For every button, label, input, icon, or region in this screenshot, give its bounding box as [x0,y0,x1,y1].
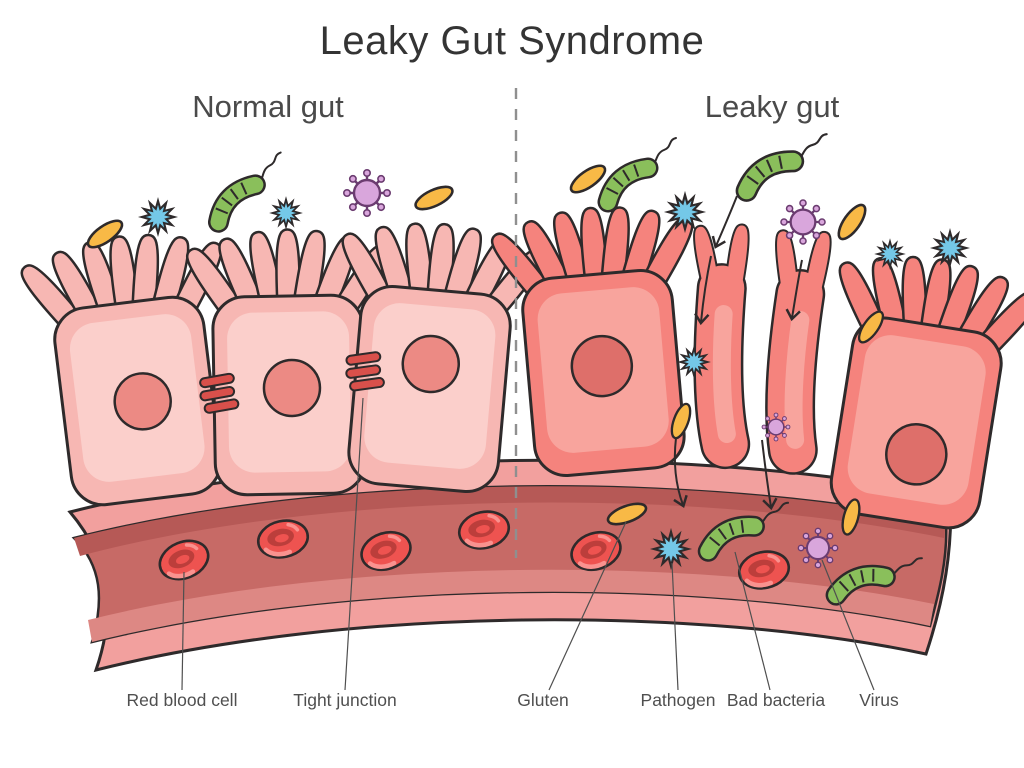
label-red-blood-cell: Red blood cell [127,690,238,710]
section-label-leaky-gut: Leaky gut [705,89,840,124]
bacteria-icon [745,124,827,201]
leak-arrow [785,259,803,322]
epithelial-cell [796,243,1024,538]
tight-junction-bars [342,350,386,393]
vessel-inner-stripe [88,569,934,642]
virus-icon [779,198,827,246]
leak-arrow [711,195,738,249]
leader-line-virus [821,559,875,691]
epithelial-cell [484,199,719,481]
leader-line-bad-bacteria [734,551,771,691]
section-label-normal-gut: Normal gut [192,89,344,124]
page-title: Leaky Gut Syndrome [320,19,705,63]
leak-arrow [673,437,688,508]
tight-junction-bars [196,372,241,415]
leader-line-red-blood-cell [181,571,185,691]
leaky-gut-epithelium [484,199,1024,538]
gluten-icon [411,180,457,216]
pathogen-icon [271,198,301,228]
vessel-lumen-shade [74,486,946,556]
epithelial-cell [13,224,257,513]
label-virus: Virus [859,690,899,710]
epithelial-cell [181,228,399,496]
label-pathogen: Pathogen [641,690,716,710]
leader-line-pathogen [671,562,679,691]
virus-icon [761,412,791,442]
leak-arrow [694,255,712,326]
normal-gut-epithelium [13,215,552,512]
damaged-cell [690,223,759,445]
cell-nucleus [262,358,322,418]
label-gluten: Gluten [517,690,569,710]
leader-line-tight-junction [344,397,364,691]
epithelial-cell [316,215,551,497]
gluten-icon [832,199,872,245]
bacteria-icon [607,138,677,202]
leak-arrow [761,439,778,511]
leader-line-gluten [548,521,627,691]
leak-arrows [673,195,803,511]
callouts: Red blood cell Tight junction Gluten Pathog… [127,397,899,710]
label-tight-junction: Tight junction [293,690,396,710]
cell-nucleus [885,423,948,486]
pathogen-icon [666,193,704,231]
virus-icon [797,527,839,569]
virus-icon [342,168,392,218]
cell-nucleus [401,334,460,394]
cell-nucleus [570,334,634,398]
pathogen-icon [140,199,176,235]
label-bad-bacteria: Bad bacteria [727,690,826,710]
cell-nucleus [113,372,172,431]
